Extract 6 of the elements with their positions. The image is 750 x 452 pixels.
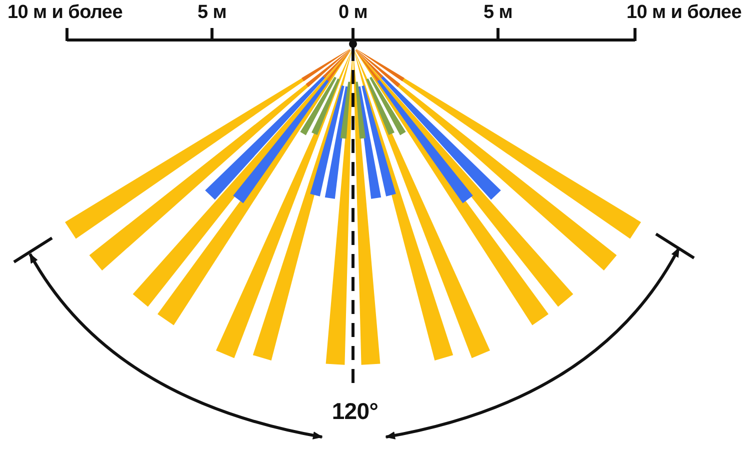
distance-label: 0 м bbox=[338, 2, 368, 24]
distance-label: 5 м bbox=[198, 2, 226, 24]
distance-label: 10 м и более bbox=[8, 2, 122, 24]
distance-label: 10 м и более bbox=[626, 2, 742, 24]
distance-label: 5 м bbox=[484, 2, 512, 24]
angle-label: 120° bbox=[332, 398, 378, 425]
